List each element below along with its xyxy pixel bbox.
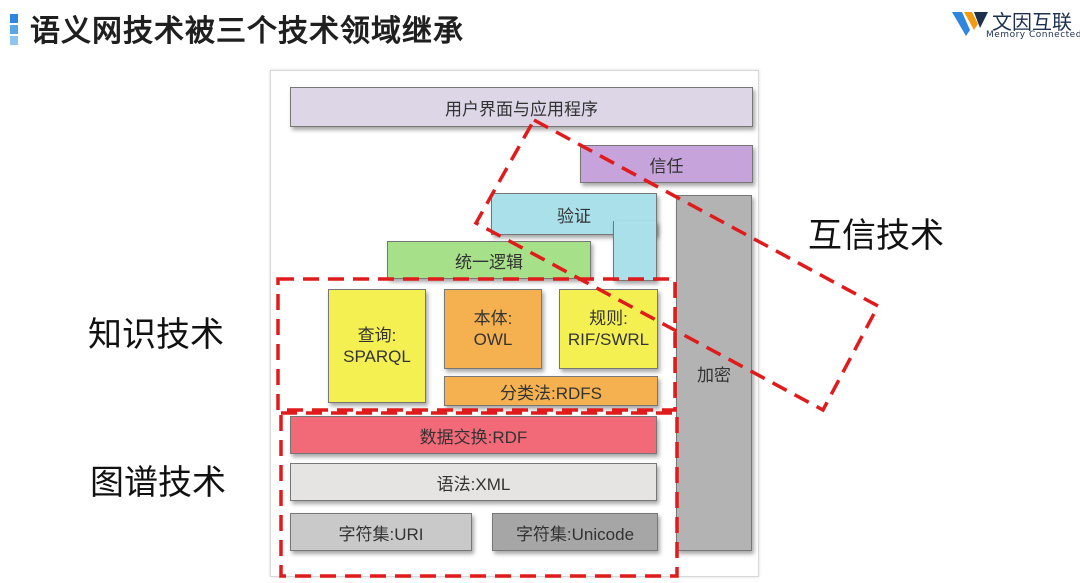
accent-bar-segment-1 [10, 14, 18, 23]
layer-crypto: 加密 [676, 195, 752, 551]
layer-ontology-value: OWL [473, 330, 513, 349]
slide-title: 语义网技术被三个技术领域继承 [30, 14, 464, 49]
layer-proof-extension [613, 221, 657, 281]
layer-unifying-logic-label: 统一逻辑 [455, 252, 523, 272]
layer-crypto-label: 加密 [697, 365, 731, 385]
layer-query-sparql: 查询: SPARQL [328, 289, 426, 403]
layer-syntax-xml: 语法:XML [290, 463, 657, 501]
layer-trust: 信任 [580, 145, 753, 183]
logo-mark-icon [952, 12, 988, 36]
layer-ui-application-label: 用户界面与应用程序 [445, 99, 598, 119]
layer-charset-unicode: 字符集:Unicode [492, 513, 658, 551]
layer-query-label: 查询: [357, 326, 397, 345]
label-knowledge-tech: 知识技术 [88, 315, 224, 355]
layer-unifying-logic: 统一逻辑 [387, 241, 591, 279]
label-graph-tech: 图谱技术 [90, 463, 226, 503]
layer-ui-application: 用户界面与应用程序 [290, 87, 753, 127]
layer-taxonomy-rdfs: 分类法:RDFS [444, 376, 658, 406]
layer-ontology-label: 本体: [473, 309, 513, 328]
label-trust-tech: 互信技术 [808, 216, 944, 256]
layer-trust-label: 信任 [649, 156, 684, 176]
layer-rules-value: RIF/SWRL [567, 330, 650, 349]
layer-rules-rif: 规则: RIF/SWRL [559, 289, 658, 369]
layer-taxonomy-label: 分类法:RDFS [500, 383, 602, 403]
layer-syntax-label: 语法:XML [436, 474, 511, 494]
layer-charset-uri-label: 字符集:URI [338, 524, 424, 544]
title-accent-bar [10, 14, 18, 46]
accent-bar-segment-3 [10, 36, 18, 45]
layer-ontology-owl: 本体: OWL [444, 289, 542, 369]
logo-text-cn: 文因互联 [992, 10, 1072, 34]
accent-bar-segment-2 [10, 25, 18, 34]
semantic-web-stack-diagram: 用户界面与应用程序 信任 验证 统一逻辑 加密 查询: SPARQL 本体: O… [270, 70, 759, 577]
layer-charset-uri: 字符集:URI [290, 513, 472, 551]
layer-rules-label: 规则: [589, 309, 628, 328]
logo-text-en: Memory Connected [986, 30, 1080, 40]
layer-charset-unicode-label: 字符集:Unicode [515, 524, 635, 544]
layer-proof-label: 验证 [557, 206, 591, 226]
layer-data-interchange-label: 数据交换:RDF [419, 427, 528, 447]
layer-data-interchange-rdf: 数据交换:RDF [290, 416, 657, 454]
company-logo: 文因互联 Memory Connected [950, 6, 1080, 46]
layer-query-value: SPARQL [343, 347, 411, 366]
